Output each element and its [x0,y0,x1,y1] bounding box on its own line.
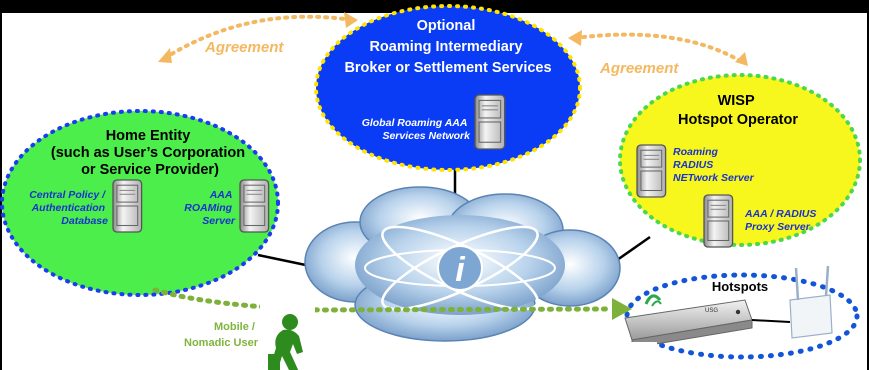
hotspots-label: Hotspots [712,279,768,294]
aaa-roaming-line-2: ROAMing [184,202,232,214]
radius-line-1: Roaming [673,146,719,158]
svg-text:Global Roaming AAA Service: Global Roaming AAA Services Network [362,117,471,142]
agreement-arc-right [573,32,744,64]
svg-text:Home Entity (such as User’: Home Entity (such as User’s Corporation … [51,128,249,178]
svg-text:Optional Roaming Intermedi: Optional Roaming Intermediary Broker or … [344,18,551,76]
policy-db-line-1: Central Policy / [29,189,106,201]
internet-cloud: i [304,186,621,342]
broker-server-icon [474,94,506,150]
wisp-ellipse [618,73,862,247]
agreement-arrowhead-left-a [158,48,172,63]
home-title-line-2: (such as User’s Corporation [51,145,245,161]
policy-db-line-2: Authentication [31,202,106,214]
agreement-arrowhead-right-a [568,30,582,46]
policy-db-server-icon [112,179,143,233]
broker-network-line-2: Services Network [382,130,471,142]
bottom-cutout [497,342,657,370]
svg-text:WISP Hotspot Operator: WISP Hotspot Operator [678,93,798,128]
svg-text:AAA / RADIUS Proxy Server: AAA / RADIUS Proxy Server [744,208,819,233]
aaa-roaming-line-1: AAA [209,189,232,201]
broker-title-line-3: Broker or Settlement Services [344,60,551,76]
agreement-arrowhead-left-b [344,12,358,28]
proxy-server-icon [703,194,734,248]
hotspot-device-label: USG [705,308,718,314]
radius-line-2: RADIUS [673,159,713,171]
svg-text:AAA ROAMing Server: AAA ROAMing Server [184,189,236,227]
agreement-arc-left [163,14,354,60]
wisp-title-line-1: WISP [718,93,755,109]
policy-db-line-3: Database [61,215,108,227]
mobile-user-icon [268,314,303,370]
cloud-info-symbol: i [455,251,466,289]
agreement-label-left: Agreement [204,39,284,56]
agreement-arrowhead-right-b [735,52,748,66]
mobile-user-line-1: Mobile / [214,321,255,333]
svg-text:Mobile / Nomadic User: Mobile / Nomadic User [184,321,259,349]
svg-text:Roaming RADIUS NETwork: Roaming RADIUS NETwork Server [673,146,755,184]
proxy-line-1: AAA / RADIUS [744,208,816,220]
broker-network-line-1: Global Roaming AAA [362,117,467,129]
home-title-line-1: Home Entity [106,128,191,144]
radius-line-3: NETwork Server [673,172,755,184]
broker-title-line-1: Optional [417,18,476,34]
wireless-router-icon [789,265,833,339]
wisp-title-line-2: Hotspot Operator [678,112,798,128]
roaming-radius-server-icon [636,144,667,198]
aaa-roaming-server-icon [239,179,270,233]
aaa-roaming-line-3: Server [202,215,236,227]
home-title-line-3: or Service Provider) [81,162,219,178]
link-gateway-router [751,319,791,323]
mobile-user-line-2: Nomadic User [184,337,259,349]
svg-text:Central Policy / Authentic: Central Policy / Authentication Database [29,189,108,227]
broker-title-line-2: Roaming Intermediary [369,39,522,55]
user-roaming-arrowhead [612,298,632,320]
agreement-label-right: Agreement [599,60,679,77]
broker-ellipse [314,4,582,172]
proxy-line-2: Proxy Server [745,221,811,233]
